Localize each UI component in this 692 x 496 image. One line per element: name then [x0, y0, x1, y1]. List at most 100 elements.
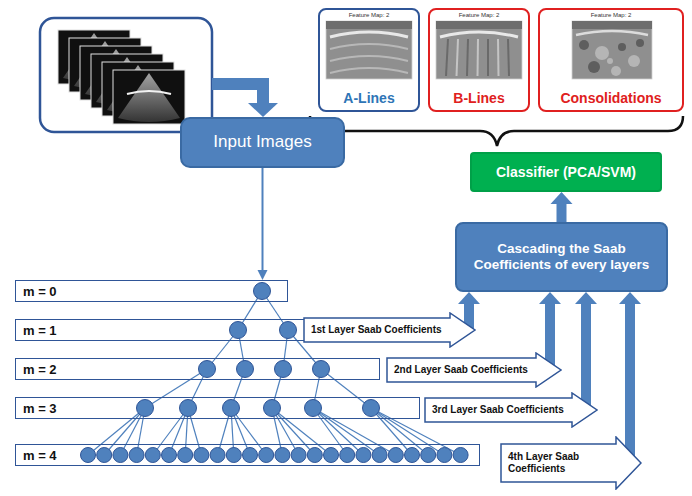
pleura-stripe: [576, 31, 648, 35]
level-label: m = 3: [23, 401, 57, 416]
arrowhead: [619, 292, 641, 304]
feature-map-image: [572, 21, 652, 79]
connector: [258, 168, 268, 280]
b-line-streak: [457, 39, 459, 76]
feature-map-box: Feature Map: 2A-Lines: [318, 8, 420, 112]
tree-node: [210, 448, 225, 463]
tree-node: [453, 448, 468, 463]
arrowhead: [551, 192, 573, 204]
tree-node: [199, 361, 216, 378]
class-label: Consolidations: [560, 90, 661, 106]
tree-node: [313, 361, 330, 378]
tree-node: [223, 400, 240, 417]
connector-line: [262, 168, 264, 271]
level-band: m = 2: [15, 358, 380, 380]
tree-node: [237, 361, 254, 378]
feature-map-band: [572, 21, 652, 29]
level-label: m = 1: [23, 323, 57, 338]
tree-node: [305, 400, 322, 417]
b-line-streak: [477, 39, 480, 76]
feature-map-box: Feature Map: 2B-Lines: [428, 8, 530, 112]
pleura-line: [127, 91, 171, 94]
level-band: m = 3: [15, 397, 420, 419]
tree-node: [243, 448, 258, 463]
feature-map-band: [436, 21, 522, 29]
block-arrow-label: 2nd Layer Saab Coefficients: [394, 364, 528, 376]
classifier-box: Classifier (PCA/SVM): [470, 152, 662, 192]
tree-node: [137, 400, 154, 417]
level-band: m = 0: [15, 280, 288, 302]
b-line-streak: [467, 39, 468, 76]
a-line-stripe: [330, 56, 408, 61]
tree-node: [291, 448, 306, 463]
a-line-stripe: [330, 68, 408, 73]
tree-node: [307, 448, 322, 463]
tree-node: [81, 448, 96, 463]
block-arrow: 1st Layer Saab Coefficients: [303, 312, 476, 348]
tree-node: [324, 448, 339, 463]
block-arrow-label: 4th Layer Saab Coefficients: [508, 451, 608, 475]
consolidation-blob: [579, 40, 589, 50]
level-label: m = 2: [23, 362, 57, 377]
connector: [551, 192, 573, 222]
tree-node: [280, 322, 297, 339]
tree-node: [405, 448, 420, 463]
tree-node: [264, 400, 281, 417]
flow-arrow: [212, 84, 263, 104]
tree-node: [259, 448, 274, 463]
tree-node: [129, 448, 144, 463]
arrowhead: [458, 292, 480, 304]
block-arrow: 4th Layer Saab Coefficients: [500, 436, 642, 490]
connector: [575, 292, 597, 410]
connector-line: [581, 303, 591, 410]
tree-link: [313, 408, 363, 455]
class-label: B-Lines: [453, 90, 504, 106]
consolidation-blob: [595, 46, 609, 60]
box-label: Input Images: [213, 132, 311, 152]
tree-node: [340, 448, 355, 463]
cascade-box: Cascading the Saab Coefficients of every…: [455, 222, 668, 292]
tree-node: [421, 448, 436, 463]
image-stack-frame: [40, 18, 212, 132]
b-line-streak: [446, 39, 448, 76]
consolidation-blob: [611, 66, 621, 76]
block-arrow-outline: [425, 393, 597, 427]
tree-node: [275, 361, 292, 378]
level-label: m = 0: [23, 284, 57, 299]
level-band: m = 1: [15, 319, 335, 341]
arrowhead: [539, 292, 561, 304]
class-label: A-Lines: [343, 90, 394, 106]
tree-node: [97, 448, 112, 463]
ultrasound-fan: [118, 73, 180, 122]
connector: [619, 292, 641, 463]
box-label: Cascading the Saab Coefficients of every…: [465, 241, 658, 273]
tree-node: [226, 448, 241, 463]
tree-node: [180, 400, 197, 417]
tree-node: [162, 448, 177, 463]
tree-node: [230, 322, 247, 339]
tree-node: [372, 448, 387, 463]
feature-map-box: Feature Map: 2Consolidations: [538, 8, 684, 112]
consolidation-blob: [628, 55, 640, 67]
tree-node: [356, 448, 371, 463]
brace: [310, 116, 683, 146]
consolidation-blob: [607, 58, 613, 64]
consolidation-blob: [636, 39, 644, 47]
a-line-stripe: [330, 44, 408, 49]
box-label: Classifier (PCA/SVM): [496, 164, 636, 181]
block-arrow-outline: [304, 313, 475, 347]
ultrasound-frame: [113, 70, 185, 124]
tree-node: [194, 448, 209, 463]
b-line-streak: [487, 39, 489, 76]
flow-arrowhead: [248, 103, 278, 117]
block-arrow-label: 3rd Layer Saab Coefficients: [432, 404, 564, 416]
tree-node: [437, 448, 452, 463]
block-arrow-label: 1st Layer Saab Coefficients: [311, 324, 442, 336]
tree-node: [113, 448, 128, 463]
feature-map-image: [326, 21, 412, 79]
pleura-stripe: [440, 32, 518, 37]
block-arrow-outline: [387, 353, 561, 387]
feature-map-image: [436, 21, 522, 79]
b-line-streak: [497, 39, 500, 76]
